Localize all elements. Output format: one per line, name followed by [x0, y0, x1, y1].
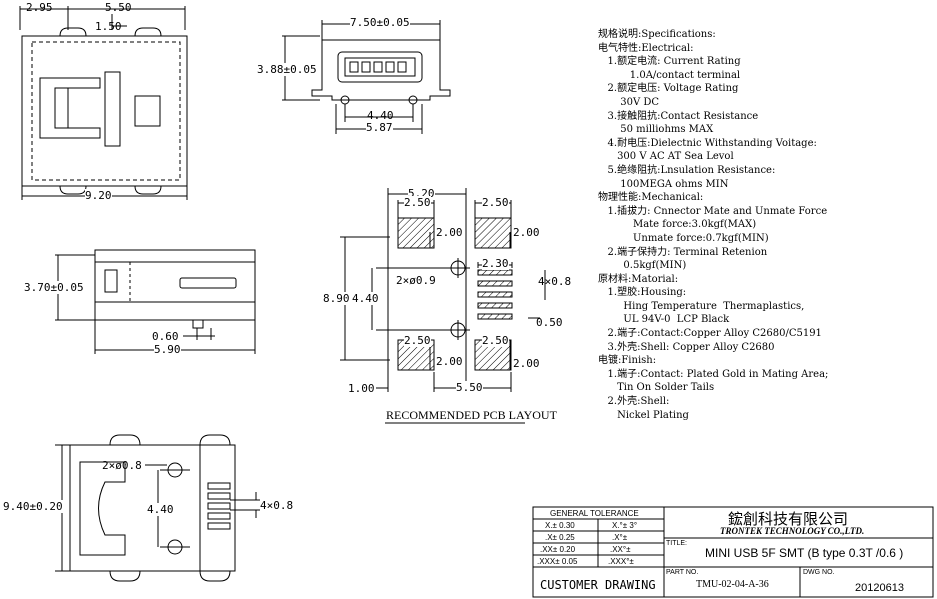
dim-bottom-4x08: 4×0.8: [260, 499, 294, 512]
dim-top-9-20: 9.20: [85, 189, 112, 202]
dim-front-3-88: 3.88±0.05: [257, 63, 317, 76]
spec-line: 2.端子:Contact:Copper Alloy C2680/C5191: [598, 328, 822, 340]
dim-pcb-8-90: 8.90: [323, 292, 350, 305]
dim-front-7-50: 7.50±0.05: [350, 16, 410, 29]
dwg-no-label: DWG NO.: [803, 569, 835, 576]
spec-line: 2.外壳:Shell:: [598, 396, 670, 408]
dim-top-2-95: 2.95: [26, 1, 53, 14]
spec-line: 3.接触阻抗:Contact Resistance: [598, 110, 759, 122]
spec-line: 2.端子保持力: Terminal Retenion: [598, 246, 768, 258]
title-block: [532, 506, 934, 598]
spec-line: 1.额定电流: Current Rating: [598, 56, 741, 68]
spec-line: Unmate force:0.7kgf(MIN): [598, 232, 769, 244]
dim-pcb-4-40: 4.40: [352, 292, 379, 305]
spec-line: 1.插拔力: Cnnector Mate and Unmate Force: [598, 205, 828, 217]
spec-line: 100MEGA ohms MIN: [598, 178, 729, 190]
spec-line: 电气特性:Electrical:: [598, 42, 694, 54]
dim-side-0-60: 0.60: [152, 330, 179, 343]
front-view: [282, 20, 451, 134]
spec-line: 4.耐电压:Dielectnic Withstanding Voitage:: [598, 137, 817, 149]
dim-pcb-4x08: 4×0.8: [538, 275, 572, 288]
spec-line: 电镀:Finish:: [598, 355, 657, 367]
part-no-value: TMU-02-04-A-36: [696, 579, 769, 590]
dim-front-4-40: 4.40: [367, 109, 394, 122]
company-name-cn: 鋐創科技有限公司: [728, 511, 849, 528]
spec-line: 1.0A/contact terminal: [598, 69, 741, 81]
spec-line: 300 V AC AT Sea Levol: [598, 151, 734, 163]
dim-pcb-2-50a: 2.50: [404, 196, 431, 209]
dim-front-5-87: 5.87: [366, 121, 393, 134]
tolerance-r2-c1: .XX°±: [610, 545, 631, 554]
dim-pcb-0-50: 0.50: [536, 316, 563, 329]
spec-line: 规格说明:Specifications:: [598, 29, 716, 40]
tolerance-r0-c0: X.± 0.30: [545, 521, 575, 530]
pcb-pad-top-right: [474, 217, 512, 249]
dim-top-5-50: 5.50: [105, 1, 132, 14]
title-label: TITLE:: [666, 540, 688, 547]
dim-pcb-1-00: 1.00: [348, 382, 375, 395]
tolerance-r1-c1: .X°±: [612, 533, 628, 542]
spec-line: UL 94V-0 LCP Black: [598, 314, 730, 326]
spec-line: 原材料:Matorial:: [598, 273, 679, 285]
specifications-list: 规格说明:Specifications: 电气特性:Electrical: 1.额…: [598, 28, 933, 422]
dim-side-5-90: 5.90: [154, 343, 181, 356]
spec-line: 50 milliohms MAX: [598, 124, 714, 136]
dim-pcb-5-50: 5.50: [456, 381, 483, 394]
top-view: [19, 6, 188, 200]
dim-pcb-2-00d: 2.00: [513, 357, 540, 370]
dim-top-1-50: 1.50: [95, 20, 122, 33]
tolerance-header: GENERAL TOLERANCE: [550, 509, 639, 518]
spec-line: 5.绝缘阻抗:Lnsulation Resistance:: [598, 164, 776, 176]
part-no-label: PART NO.: [666, 569, 699, 576]
spec-line: 物理性能:Mechanical:: [598, 192, 704, 204]
tolerance-r3-c1: .XXX°±: [608, 557, 634, 566]
drawing-title: MINI USB 5F SMT (B type 0.3T /0.6 ): [705, 546, 904, 560]
dim-pcb-2-00c: 2.00: [436, 355, 463, 368]
dim-pcb-2-00b: 2.00: [513, 226, 540, 239]
spec-line: 1.端子:Contact: Plated Gold in Mating Area…: [598, 368, 829, 380]
dim-side-3-70: 3.70±0.05: [24, 281, 84, 294]
spec-line: 1.塑胶:Housing:: [598, 287, 687, 299]
tolerance-r1-c0: .X± 0.25: [545, 533, 575, 542]
spec-line: 0.5kgf(MIN): [598, 260, 687, 272]
pcb-pad-top-left: [397, 217, 435, 249]
dim-pcb-2x09: 2×ø0.9: [396, 274, 436, 287]
spec-line: 30V DC: [598, 96, 660, 108]
dim-pcb-2-50c: 2.50: [404, 334, 431, 347]
spec-line: Hing Temperature Thermaplastics,: [598, 300, 805, 312]
spec-line: Mate force:3.0kgf(MAX): [598, 219, 757, 231]
dim-pcb-2-50b: 2.50: [482, 196, 509, 209]
dim-bottom-9-40: 9.40±0.20: [3, 500, 63, 513]
pcb-layout: [340, 188, 546, 424]
dim-bottom-4-40: 4.40: [147, 503, 174, 516]
tolerance-r0-c1: X.°± 3°: [612, 521, 638, 530]
spec-line: 3.外壳:Shell: Copper Alloy C2680: [598, 341, 775, 353]
tolerance-r2-c0: .XX± 0.20: [540, 545, 576, 554]
spec-line: 2.额定电压: Voltage Rating: [598, 83, 739, 95]
tolerance-r3-c0: .XXX± 0.05: [537, 557, 578, 566]
dwg-no-value: 20120613: [855, 582, 904, 594]
dim-pcb-2-30: 2.30: [482, 257, 509, 270]
pcb-caption: RECOMMENDED PCB LAYOUT: [386, 408, 557, 422]
dim-bottom-2x08: 2×ø0.8: [102, 459, 142, 472]
dim-pcb-2-00a: 2.00: [436, 226, 463, 239]
company-name-en: TRONTEK TECHNOLOGY CO.,LTD.: [720, 526, 865, 536]
drawing-type: CUSTOMER DRAWING: [540, 578, 656, 592]
spec-line: Tin On Solder Tails: [598, 382, 715, 394]
dim-pcb-2-50d: 2.50: [482, 334, 509, 347]
spec-line: Nickel Plating: [598, 409, 689, 421]
